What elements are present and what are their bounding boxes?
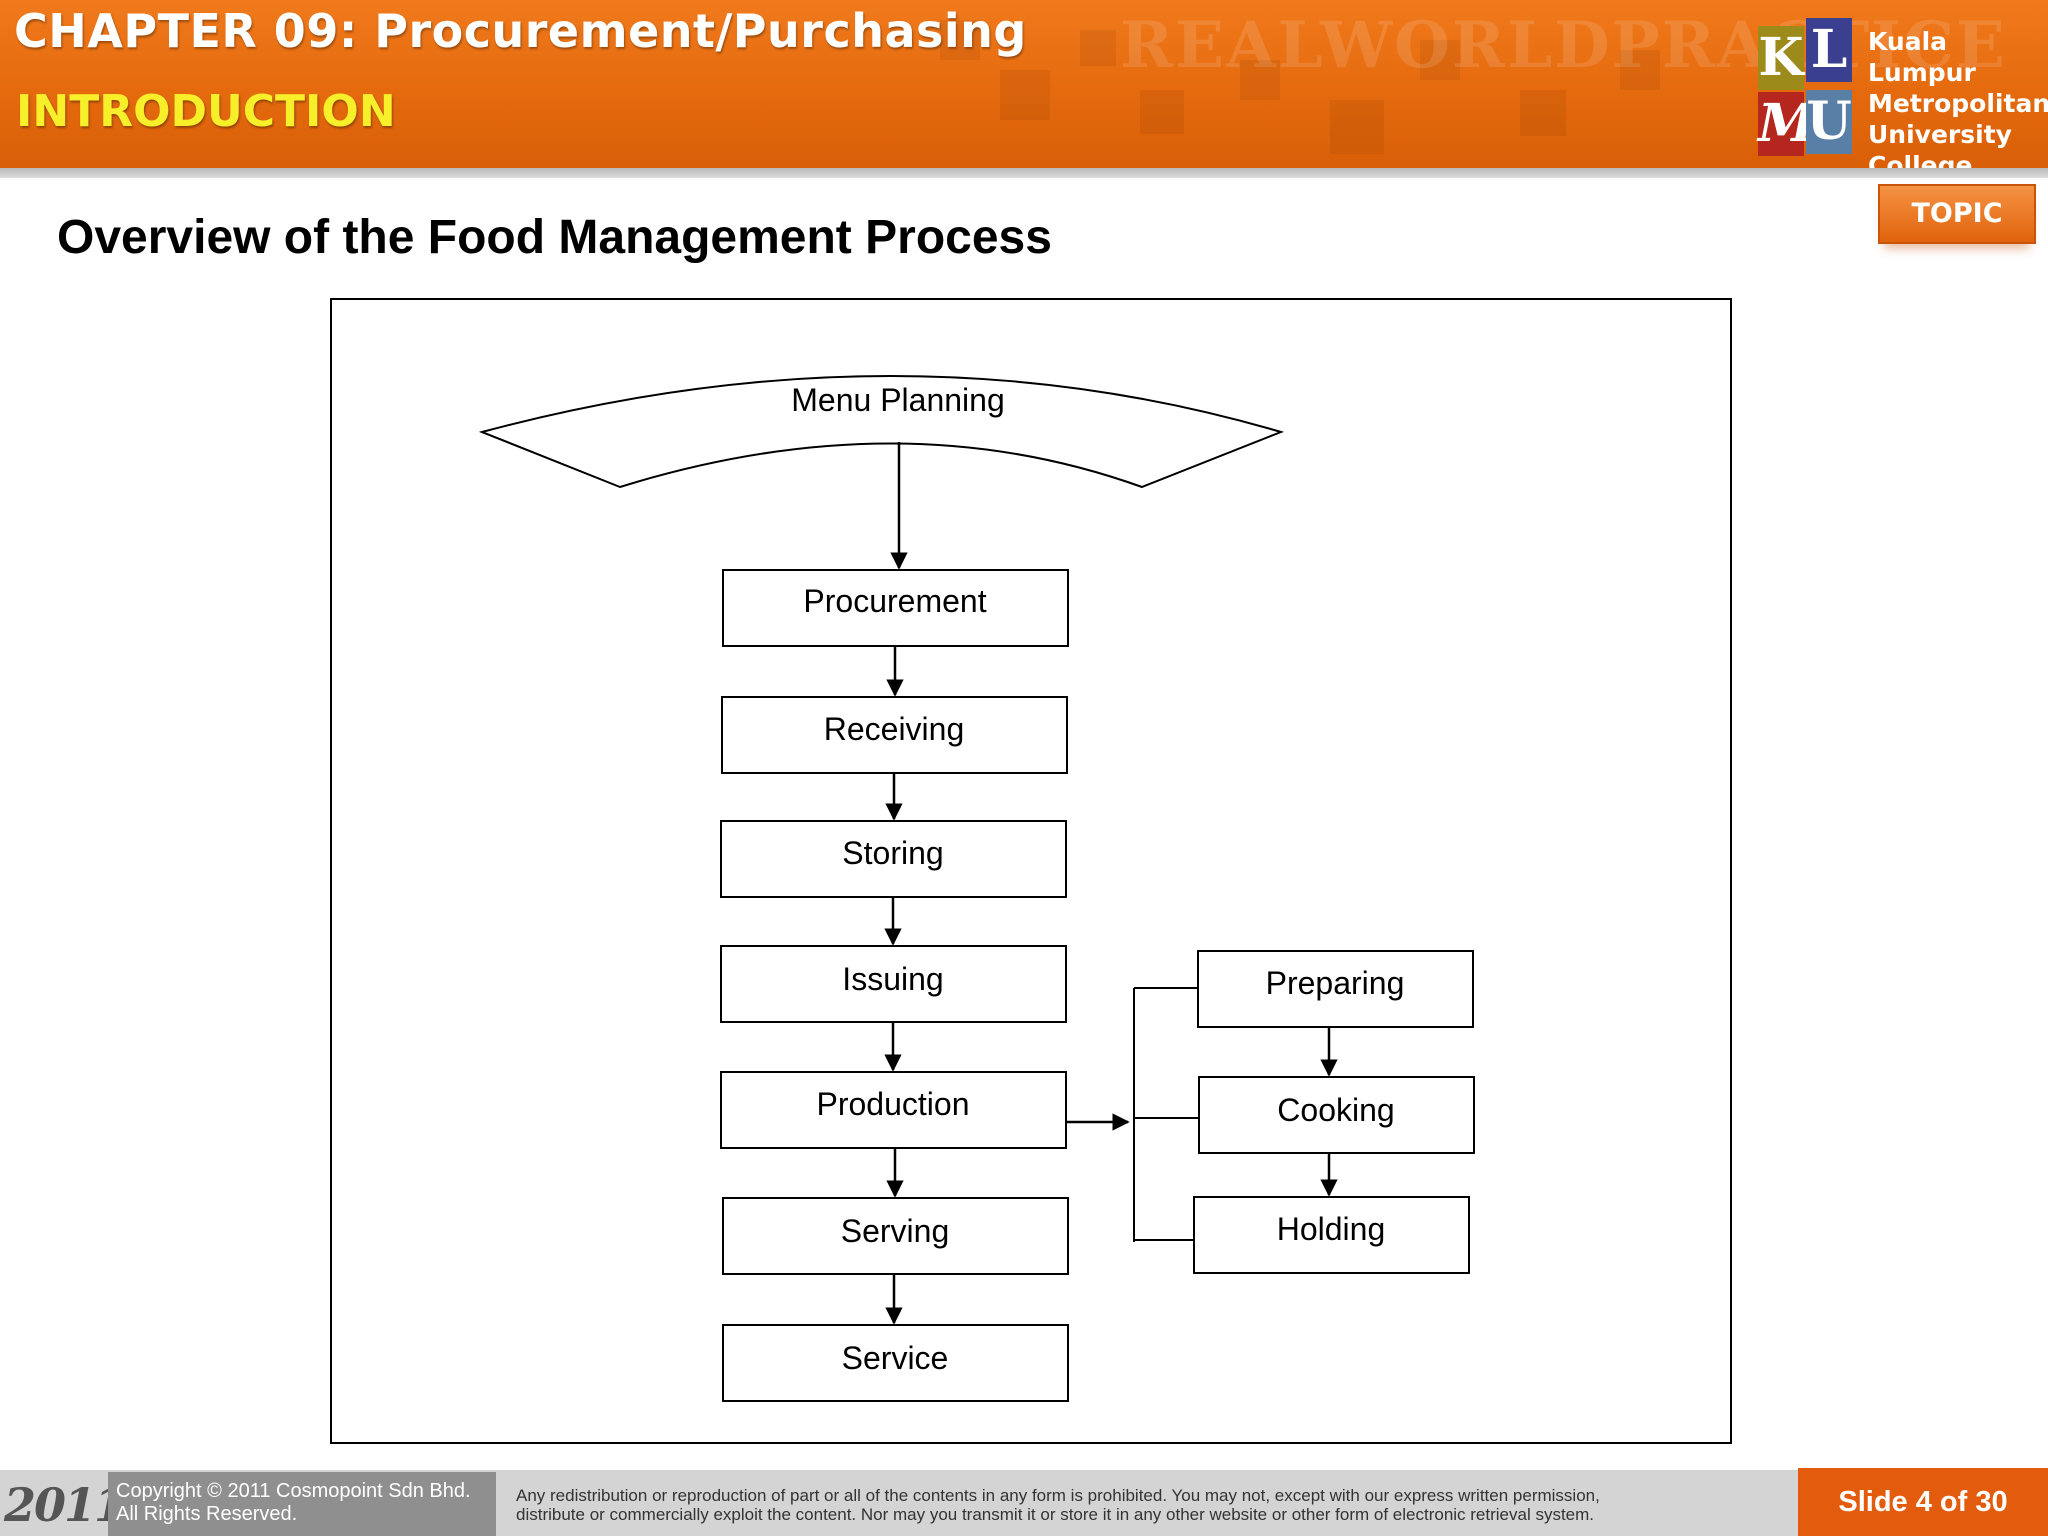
notice-line: Any redistribution or reproduction of pa… [516,1486,1600,1505]
node-procurement-label: Procurement [803,583,986,619]
node-receiving-label: Receiving [824,711,965,747]
header-watermark: REALWORLDPRACTICE [1120,8,2007,83]
university-name-line: College [1868,151,1973,168]
section-title: INTRODUCTION [16,86,396,137]
node-preparing-label: Preparing [1266,965,1405,1001]
footer-year: 2011 [4,1478,126,1532]
node-issuing-label: Issuing [842,961,943,997]
node-holding-label: Holding [1277,1211,1386,1247]
university-logo: K L M U [1758,18,1858,158]
decor-tile [1330,100,1384,154]
slide-number: Slide 4 of 30 [1798,1468,2048,1536]
node-procurement [722,569,1069,647]
header-banner: REALWORLDPRACTICE CHAPTER 09: Procuremen… [0,0,2048,168]
decor-tile [1520,90,1566,136]
notice-line: distribute or commercially exploit the c… [516,1505,1595,1524]
decor-tile [1140,90,1184,134]
decor-tile [1000,70,1050,120]
node-cooking [1198,1076,1475,1154]
footer-notice: Any redistribution or reproduction of pa… [516,1486,1600,1524]
node-storing [720,820,1067,898]
node-issuing [720,945,1067,1023]
decor-tile [1080,30,1116,66]
decor-tile [1620,50,1660,90]
node-receiving [721,696,1068,774]
copyright-line: All Rights Reserved. [116,1503,298,1525]
node-storing-label: Storing [842,835,943,871]
university-name-line: Kuala Lumpur [1868,27,1976,87]
node-serving-label: Serving [841,1213,950,1249]
node-cooking-label: Cooking [1277,1092,1394,1128]
diagram-frame [330,298,1732,1444]
decor-tile [940,20,980,60]
header-divider [0,168,2048,178]
footer-copyright: Copyright © 2011 Cosmopoint Sdn Bhd. All… [108,1472,496,1536]
node-service-label: Service [842,1340,949,1376]
node-production-label: Production [817,1086,970,1122]
university-name-line: University [1868,120,2012,149]
copyright-line: Copyright © 2011 Cosmopoint Sdn Bhd. [116,1480,471,1502]
menu-planning-shape [478,375,1285,489]
node-preparing [1197,950,1474,1028]
logo-tile-l: L [1806,18,1852,82]
node-service [722,1324,1069,1402]
topic-button[interactable]: TOPIC [1878,184,2036,244]
logo-tile-u: U [1806,90,1852,154]
university-name: Kuala Lumpur Metropolitan University Col… [1868,26,2048,168]
university-name-line: Metropolitan [1868,89,2048,118]
decor-tile [1240,60,1280,100]
slide-title: Overview of the Food Management Process [57,211,1052,264]
decor-tile [1420,40,1460,80]
node-serving [722,1197,1069,1275]
chapter-title: CHAPTER 09: Procurement/Purchasing [14,4,1027,58]
logo-tile-k: K [1758,26,1804,90]
node-holding [1193,1196,1470,1274]
menu-planning-label: Menu Planning [791,382,1004,418]
node-production [720,1071,1067,1149]
